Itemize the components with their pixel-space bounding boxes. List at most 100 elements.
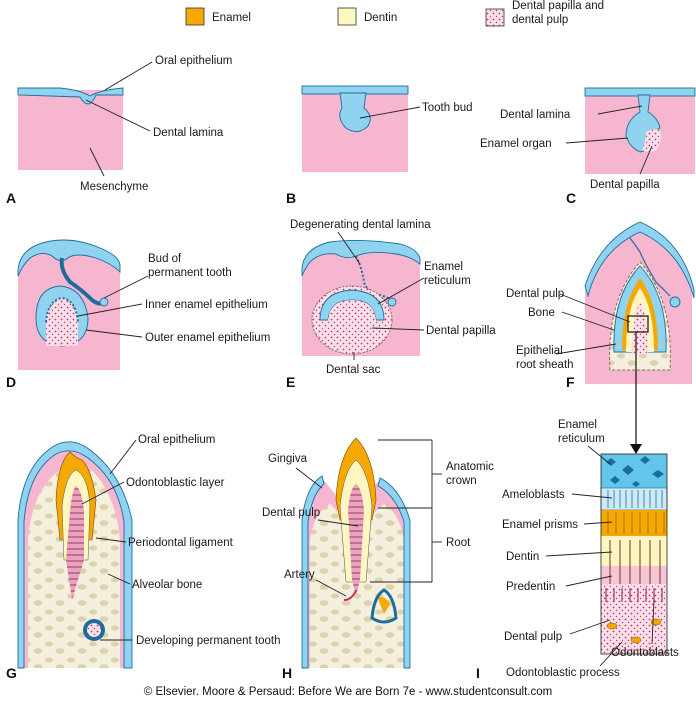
leader-line: [337, 231, 361, 265]
panel-i: Enamel reticulum Ameloblasts Enamel pris…: [476, 419, 679, 681]
panel-b: Tooth bud B: [286, 85, 473, 206]
panel-letter-a: A: [6, 190, 16, 206]
panel-letter-f: F: [566, 374, 575, 390]
dental-papilla-shape: [46, 298, 78, 346]
dental-lamina-label: Dental lamina: [500, 109, 571, 121]
artery-vessel: [343, 589, 357, 601]
panel-g: Oral epithelium Odontoblastic layer Peri…: [6, 434, 377, 681]
dental-sac-label: Dental sac: [326, 364, 381, 376]
gingiva-label: Gingiva: [268, 453, 308, 465]
leader-line: [103, 275, 149, 299]
ameloblast-cells: [607, 490, 663, 508]
predentin-layer: [601, 566, 667, 584]
oral-epithelium-label: Oral epithelium: [138, 434, 215, 446]
legend-pulp-label-2: dental pulp: [512, 14, 568, 26]
leader-line: [565, 575, 613, 587]
oral-epithelium-layer: [17, 239, 121, 277]
oral-epithelium-layer: [584, 221, 695, 299]
dental-papilla-shape: [642, 129, 662, 152]
panel-d: Bud of permanent tooth Inner enamel epit…: [6, 239, 270, 390]
degenerating-lamina-label: Degenerating dental lamina: [290, 219, 431, 231]
leader-line: [377, 277, 425, 305]
dental-pulp-shape: [66, 486, 84, 600]
bud-label-1: Bud of: [148, 253, 182, 265]
gingiva-epithelium-right: [377, 477, 411, 669]
dental-papilla-shape: [328, 300, 376, 344]
permanent-tooth-bud: [669, 296, 681, 308]
permanent-tooth-bud: [387, 297, 397, 307]
dental-pulp-label: Dental pulp: [506, 288, 564, 300]
ameloblasts-label: Ameloblasts: [502, 489, 565, 501]
reticulum-cells: [606, 456, 664, 487]
enamel-reticulum-label-2: reticulum: [424, 275, 471, 287]
leader-line: [89, 147, 105, 177]
panel-letter-d: D: [6, 374, 16, 390]
leader-line: [107, 573, 131, 585]
leader-line: [555, 343, 617, 355]
leader-line: [583, 521, 613, 525]
legend-pulp-swatch: [485, 8, 505, 27]
developing-tooth-label: Developing permanent tooth: [136, 635, 281, 647]
tooth-bud-shape: [339, 92, 371, 132]
leader-line: [597, 105, 643, 115]
panel-c: Dental lamina Enamel organ Dental papill…: [480, 87, 696, 206]
odontoblastic-processes: [609, 540, 661, 590]
panel-e: Degenerating dental lamina Enamel reticu…: [286, 219, 496, 390]
enamel-reticulum-label-2: reticulum: [558, 433, 605, 445]
inner-enamel-label: Inner enamel epithelium: [145, 299, 268, 311]
anatomic-crown-label-1: Anatomic: [446, 461, 494, 473]
panel-letter-c: C: [566, 190, 576, 206]
dental-lamina-label: Dental lamina: [153, 127, 224, 139]
ameloblasts-layer: [600, 487, 668, 511]
legend-pulp-label-1: Dental papilla and: [512, 0, 604, 12]
panel-letter-i: I: [476, 665, 480, 681]
panel-f: Dental pulp Bone Epithelial root sheath …: [506, 221, 695, 454]
enamel-prisms-label: Enamel prisms: [502, 519, 578, 531]
leader-line: [95, 537, 127, 543]
leader-line: [599, 641, 623, 667]
permanent-tooth-bud: [99, 297, 109, 307]
magnify-arrow-head: [630, 444, 642, 454]
outer-enamel-label: Outer enamel epithelium: [145, 332, 270, 344]
copyright-footer: © Elsevier. Moore & Persaud: Before We a…: [144, 686, 552, 698]
legend-enamel-swatch: [185, 7, 205, 26]
dental-pulp-shape: [348, 484, 364, 596]
leader-line: [359, 106, 421, 119]
legend-enamel-label: Enamel: [212, 12, 251, 24]
developing-tooth-crown: [378, 596, 390, 614]
predentin-label: Predentin: [506, 581, 555, 593]
leader-line: [109, 439, 137, 475]
oral-epithelium-layer: [17, 87, 124, 105]
leader-line: [81, 481, 125, 505]
leader-line: [295, 467, 323, 489]
leader-line: [85, 329, 143, 338]
panel-h: Gingiva Anatomic crown Root Dental pulp …: [262, 437, 494, 681]
degenerating-lamina: [355, 255, 391, 301]
enamel-reticulum-label-1: Enamel: [558, 419, 597, 431]
dental-pulp-label: Dental pulp: [262, 507, 320, 519]
oral-epithelium-layer: [17, 441, 133, 669]
leader-line: [587, 445, 611, 465]
dental-papilla-label: Dental papilla: [590, 179, 660, 191]
panel-letter-h: H: [282, 665, 292, 681]
dental-papilla-label: Dental papilla: [426, 325, 496, 337]
gingiva-epithelium-left: [301, 475, 325, 669]
dental-lamina-strand: [59, 257, 106, 306]
leader-line: [565, 137, 629, 144]
legend-dentin-label: Dentin: [364, 12, 397, 24]
leader-line: [571, 493, 613, 499]
dental-pulp-label: Dental pulp: [504, 631, 562, 643]
odontoblasts-label: Odontoblasts: [611, 647, 679, 659]
pulp-cell: [630, 636, 642, 644]
leader-line: [639, 145, 653, 175]
odontoblastic-layer-label: Odontoblastic layer: [126, 477, 225, 489]
leader-line: [371, 327, 425, 331]
tooth-bud-label: Tooth bud: [422, 102, 473, 114]
periodontal-label: Periodontal ligament: [128, 537, 234, 549]
artery-label: Artery: [284, 569, 315, 581]
leader-line: [77, 303, 143, 317]
dentin-label: Dentin: [506, 551, 539, 563]
leader-line: [569, 619, 611, 635]
